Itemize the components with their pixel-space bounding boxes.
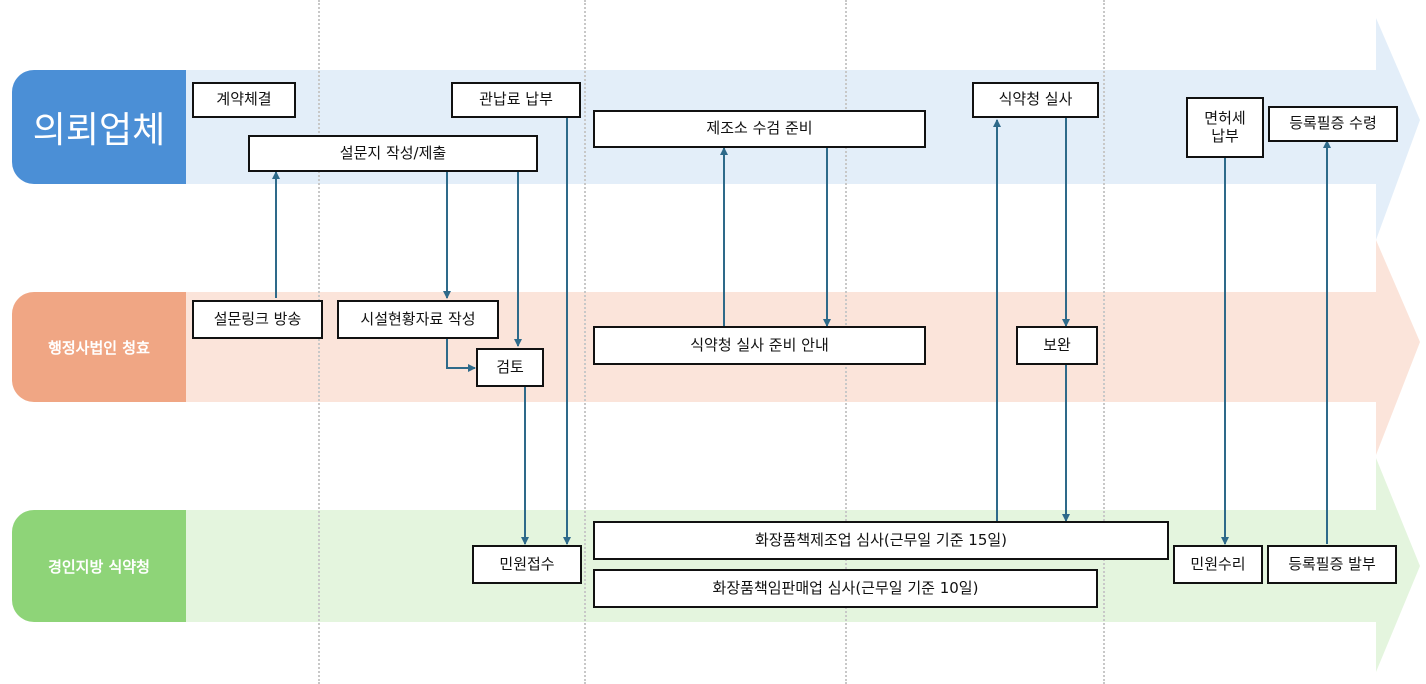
lane-label-agency: 행정사법인 청효	[12, 292, 186, 402]
box-review: 검토	[476, 348, 544, 387]
box-petition-receipt: 민원접수	[472, 545, 582, 584]
box-factory-prep: 제조소 수검 준비	[593, 110, 926, 148]
box-fee-payment: 관납료 납부	[451, 82, 581, 118]
phase-divider	[584, 0, 586, 684]
lane-label-mfds: 경인지방 식약청	[12, 510, 186, 622]
arrow-facility-to-review	[418, 337, 476, 372]
box-survey-link: 설문링크 방송	[192, 300, 323, 339]
phase-divider	[1103, 0, 1105, 684]
box-contract: 계약체결	[192, 82, 296, 118]
lane-band-mfds	[186, 458, 1420, 672]
box-facility-data: 시설현황자료 작성	[337, 300, 499, 339]
box-sales-review: 화장품책임판매업 심사(근무일 기준 10일)	[593, 569, 1098, 608]
box-supplement: 보완	[1016, 326, 1098, 365]
box-inspection-guide: 식약청 실사 준비 안내	[593, 326, 926, 365]
lane-label-client: 의뢰업체	[12, 70, 186, 184]
box-license-tax: 면허세 납부	[1186, 97, 1264, 158]
box-cert-issue: 등록필증 발부	[1267, 545, 1397, 584]
box-survey-submit: 설문지 작성/제출	[248, 135, 538, 172]
box-receive-cert: 등록필증 수령	[1268, 106, 1398, 142]
phase-divider	[318, 0, 320, 684]
box-petition-accept: 민원수리	[1173, 545, 1263, 584]
box-mfds-inspection: 식약청 실사	[972, 82, 1099, 118]
box-mfg-review: 화장품책제조업 심사(근무일 기준 15일)	[593, 521, 1169, 560]
